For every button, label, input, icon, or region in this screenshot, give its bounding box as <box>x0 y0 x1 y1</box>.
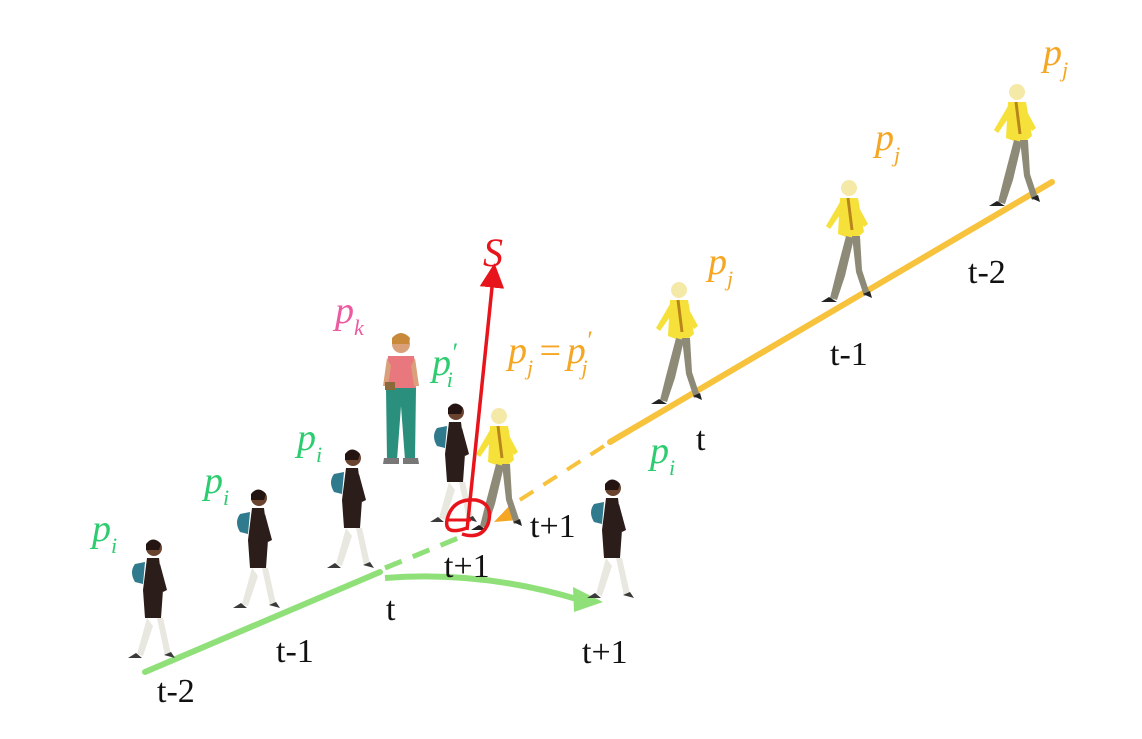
pedestrian-pi-t-plus-1-actual-icon <box>587 479 634 598</box>
time-label-green-t-minus-1: t-1 <box>276 633 314 670</box>
label-pk: pk <box>332 290 365 340</box>
label-pj-equals-pj-prime: pj=p′j <box>505 326 592 380</box>
time-label-green-t: t <box>386 591 396 628</box>
time-label-orange-t: t <box>696 421 706 458</box>
time-label-orange-t-plus-1: t+1 <box>530 508 576 545</box>
green-predicted-dashed-path <box>384 531 469 571</box>
green-actual-curved-path <box>384 573 581 603</box>
time-label-orange-t-minus-1: t-1 <box>830 336 868 373</box>
pedestrian-pi-t-icon <box>327 449 374 568</box>
time-label-green-t-minus-2: t-2 <box>157 673 195 710</box>
time-label-orange-t-minus-2: t-2 <box>968 254 1006 291</box>
orange-predicted-dashed-path <box>510 444 606 507</box>
label-s-vector: S <box>483 230 503 275</box>
pedestrian-pj-t-icon <box>649 280 704 406</box>
pedestrian-pk-icon <box>383 333 419 464</box>
label-pi-t: pi <box>294 417 322 467</box>
pedestrian-pi-t-minus-2-icon <box>128 539 175 658</box>
label-pj-t-minus-1: pj <box>872 117 900 167</box>
green-path-segment <box>142 569 383 675</box>
label-pi-t-minus-1: pi <box>201 460 229 510</box>
label-pi-prime: p′i <box>429 338 457 392</box>
time-label-green-t-plus-1-actual: t+1 <box>582 634 628 671</box>
s-vector-origin-loop <box>444 498 492 538</box>
pedestrian-pj-t-minus-1-icon <box>819 178 874 304</box>
time-label-green-t-plus-1-predicted: t+1 <box>444 548 490 585</box>
s-vector-arrow <box>465 263 505 531</box>
label-pi-t-plus-1-actual: pi <box>647 430 675 480</box>
pedestrian-pi-t-minus-1-icon <box>233 489 280 608</box>
label-pj-t: pj <box>705 241 733 291</box>
orange-path-segment <box>607 179 1055 445</box>
label-pj-t-minus-2: pj <box>1040 32 1068 82</box>
pedestrian-pj-t-minus-2-icon <box>987 82 1042 208</box>
label-pi-t-minus-2: pi <box>89 508 117 558</box>
green-arrowhead <box>573 587 603 612</box>
